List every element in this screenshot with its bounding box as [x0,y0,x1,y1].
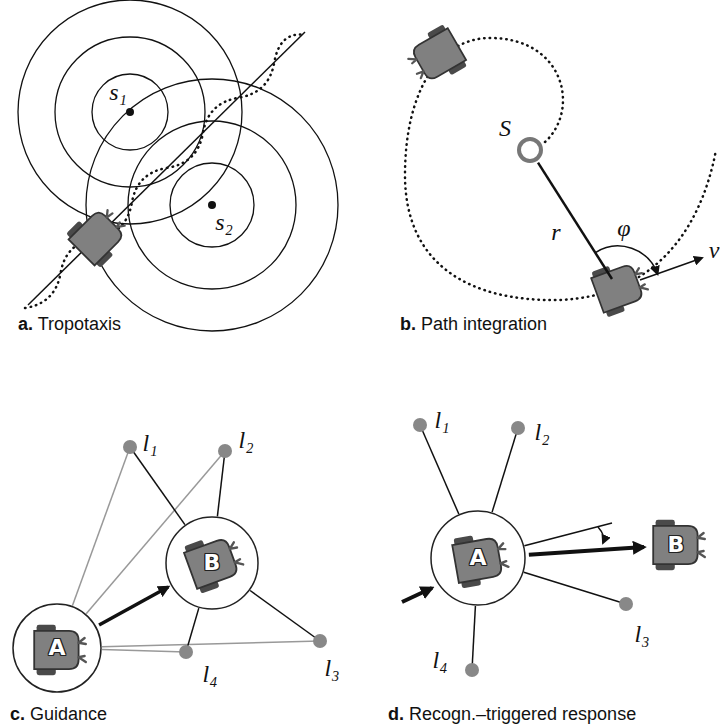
landmarks [123,440,327,659]
angle-arc [598,527,604,543]
dotted-path [25,34,303,308]
landmark-dot [511,421,525,435]
start-ring [519,139,541,161]
symbol-label: l₃ [634,622,649,646]
landmarks [413,418,633,677]
view-line [217,451,225,516]
view-lines [420,425,626,670]
view-line [102,641,320,647]
symbol-label: v [709,238,720,262]
dotted-path [405,38,716,300]
source-dot [126,108,134,116]
view-line [492,428,518,512]
motion-arrow [529,547,644,555]
view-line [130,447,185,525]
view-line [72,447,130,606]
symbol-label: l₄ [432,648,447,672]
symbol-label: l₂ [238,428,253,452]
symbol-label: l₂ [534,420,549,444]
velocity-arrow [640,258,702,280]
landmark-dot [179,645,193,659]
node-letter: B [204,551,221,575]
robot-figure [653,520,705,570]
landmark-dot [413,418,427,432]
robot-figure [589,256,652,318]
symbol-label: l₄ [202,662,217,686]
robot-circle: A [12,603,102,693]
robot-figure [402,23,469,90]
source-dot [208,201,216,209]
view-line [524,572,626,604]
gradient-ring [18,0,242,224]
heading-line [524,523,612,546]
view-line [102,649,186,652]
node-letter: A [469,546,486,570]
landmark-dot [313,634,327,648]
view-line [420,425,459,514]
circle-outline [431,511,525,605]
motion-arrow [99,587,168,625]
panel-caption: b. Path integration [400,314,547,336]
symbol-label: r [551,220,560,244]
symbol-label: l₃ [324,656,339,680]
symbol-label: s₁ [109,80,127,104]
robot-figure: B [647,519,705,571]
approach-arrow [402,588,432,602]
robot-circle: A [430,510,526,606]
symbol-label: l₁ [142,431,157,455]
panel-caption: c. Guidance [10,704,107,726]
gradient-ring [55,37,205,187]
angle-arc [595,246,657,274]
circle-outline [166,517,258,609]
view-line [472,606,475,670]
panel-caption: d. Recogn.–triggered response [388,704,636,726]
node-letter: B [668,533,685,557]
view-lines [130,447,320,652]
gradient-rings [18,0,338,331]
robot-figure [182,529,248,594]
view-lines [72,447,320,652]
node-letter: A [48,636,65,660]
symbol-label: s₂ [215,210,233,234]
gradient-ring [86,79,338,331]
landmark-dot [218,444,232,458]
vector-line [538,163,612,279]
symbol-label: φ [617,216,630,240]
gradient-ring [170,163,254,247]
robot-figure [64,200,133,269]
gradient-ring [128,121,296,289]
gradient-ring [92,74,168,150]
symbol-label: l₁ [434,408,449,432]
landmark-dot [123,440,137,454]
panel-caption: a. Tropotaxis [18,314,121,336]
robot-figure [451,530,511,589]
view-line [250,591,320,642]
robot-circle: B [165,516,259,610]
symbol-label: S [499,116,511,140]
robot-figure [34,625,86,675]
landmark-dot [465,663,479,677]
landmark-dot [619,597,633,611]
circle-outline [13,604,101,692]
